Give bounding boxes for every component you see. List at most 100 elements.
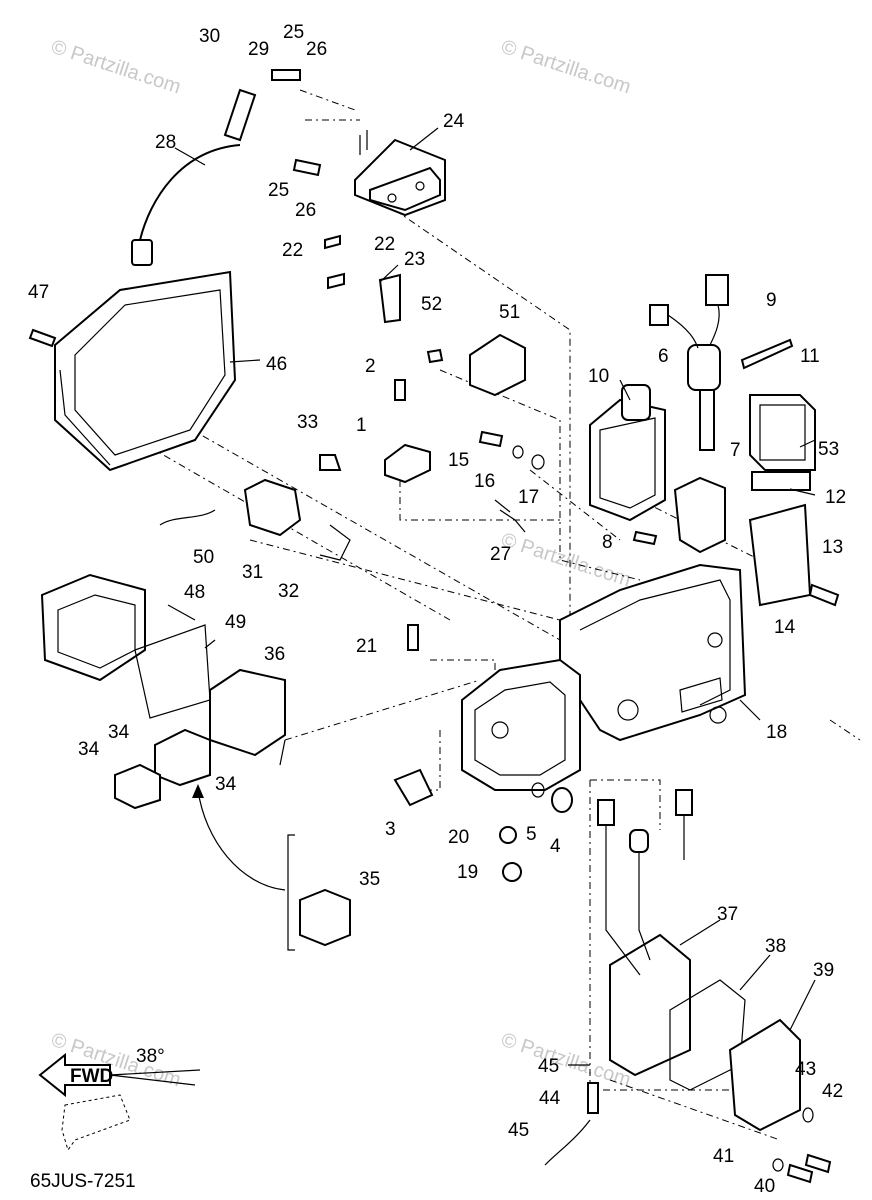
- callout-34: 34: [108, 722, 130, 743]
- part-50-lead: [159, 509, 216, 526]
- callout-1: 1: [356, 415, 367, 436]
- part-13-bolt: [808, 583, 840, 607]
- detail-arrow: [197, 789, 286, 891]
- fwd-label: FWD: [70, 1066, 113, 1087]
- part-43-washer: [802, 1107, 814, 1123]
- callout-41: 41: [713, 1146, 734, 1167]
- callout-25: 25: [283, 22, 304, 43]
- callout-layer: 1 2 3 4 5 6 7 8 9 10 11 12 13 14 15 16 1…: [28, 22, 846, 1197]
- fwd-arrow-rotated: [61, 1094, 131, 1152]
- part-wire-harness: [597, 789, 693, 976]
- detail-bracket: [287, 834, 295, 951]
- detail-arrowhead: [192, 784, 204, 798]
- callout-2: 2: [365, 356, 376, 377]
- part-45-clip: [544, 1064, 591, 1166]
- part-2-screw: [394, 379, 406, 401]
- callout-9: 9: [766, 290, 777, 311]
- part-6-plug-cap: [649, 274, 729, 451]
- part-9-tie: [740, 338, 794, 370]
- callout-7: 7: [730, 440, 741, 461]
- part-42-bolt: [804, 1153, 832, 1174]
- callout-43: 43: [795, 1059, 816, 1080]
- part-3-sensor: [393, 768, 434, 807]
- callout-5: 5: [526, 824, 537, 845]
- part-22-bolt: [324, 234, 341, 250]
- part-40-bolt: [786, 1163, 814, 1184]
- part-22-bolt: [327, 272, 345, 290]
- part-center-housing: [461, 658, 581, 791]
- callout-30: 30: [199, 26, 220, 47]
- part-36-holder: [209, 668, 286, 757]
- part-11-12-53-pads: [749, 394, 816, 491]
- callout-17: 17: [518, 487, 539, 508]
- callout-10: 10: [588, 366, 609, 387]
- part-44-pin: [587, 1082, 599, 1114]
- watermark: © Partzilla.com: [498, 529, 633, 592]
- callout-39: 39: [813, 960, 834, 981]
- callout-22b: 22: [374, 234, 395, 255]
- callout-40: 40: [754, 1176, 775, 1197]
- part-46-cover: [54, 270, 237, 472]
- callout-15: 15: [448, 450, 469, 471]
- callout-16: 16: [474, 471, 495, 492]
- callout-51: 51: [499, 302, 520, 323]
- part-31-relay: [243, 478, 302, 537]
- part-52-screw: [426, 348, 444, 364]
- part-35-bracket: [299, 888, 351, 947]
- callout-48: 48: [184, 582, 205, 603]
- part-21-bolt: [407, 624, 419, 651]
- callout-20: 20: [448, 827, 469, 848]
- part-7-holder: [673, 476, 726, 554]
- callout-35: 35: [359, 869, 380, 890]
- callout-13: 13: [822, 537, 843, 558]
- callout-3: 3: [385, 819, 396, 840]
- callout-37: 37: [717, 904, 738, 925]
- part-28-lead-wire: [131, 144, 241, 266]
- part-8-bolt: [632, 530, 658, 546]
- callout-34c: 34: [215, 774, 237, 795]
- diagram-code: 65JUS-7251: [30, 1171, 136, 1192]
- part-1-sensor: [384, 443, 431, 484]
- part-19-collar: [502, 862, 522, 882]
- watermark: © Partzilla.com: [498, 36, 633, 99]
- part-18-main-bracket: [559, 563, 747, 742]
- watermark: © Partzilla.com: [48, 36, 183, 99]
- callout-19: 19: [457, 862, 478, 883]
- callout-45b: 45: [508, 1120, 529, 1141]
- callout-8: 8: [602, 532, 613, 553]
- callout-50: 50: [193, 547, 214, 568]
- part-32-clamp: [319, 524, 351, 561]
- callout-31: 31: [242, 562, 263, 583]
- part-48-cover: [40, 573, 146, 682]
- part-34-fuse-holder: [154, 728, 211, 787]
- leader-lines: [167, 127, 816, 1031]
- callout-6: 6: [658, 346, 669, 367]
- part-25-bolt: [292, 158, 322, 177]
- callout-21: 21: [356, 636, 377, 657]
- callout-12: 12: [825, 487, 846, 508]
- part-16-washer: [512, 445, 524, 459]
- part-5-washer: [531, 782, 545, 798]
- part-39-cover: [728, 1018, 801, 1132]
- callout-44: 44: [539, 1088, 561, 1109]
- callout-25b: 25: [268, 180, 289, 201]
- callout-33: 33: [297, 412, 318, 433]
- callout-47: 47: [28, 282, 49, 303]
- part-41-washer: [772, 1158, 784, 1172]
- part-20-grommet: [499, 826, 517, 844]
- part-47-bolt: [28, 328, 57, 348]
- part-23-plate: [378, 273, 401, 324]
- callout-32: 32: [278, 581, 299, 602]
- part-33-screw: [319, 454, 342, 471]
- callout-52: 52: [421, 294, 442, 315]
- callout-45: 45: [538, 1056, 559, 1077]
- callout-29: 29: [248, 39, 269, 60]
- callout-14: 14: [774, 617, 796, 638]
- fwd-indicator: FWD 38°: [38, 1046, 201, 1152]
- part-25-bolt: [271, 69, 301, 81]
- callout-26: 26: [306, 39, 327, 60]
- callout-46: 46: [266, 354, 287, 375]
- callout-53: 53: [818, 439, 839, 460]
- part-15-bolt: [478, 430, 504, 448]
